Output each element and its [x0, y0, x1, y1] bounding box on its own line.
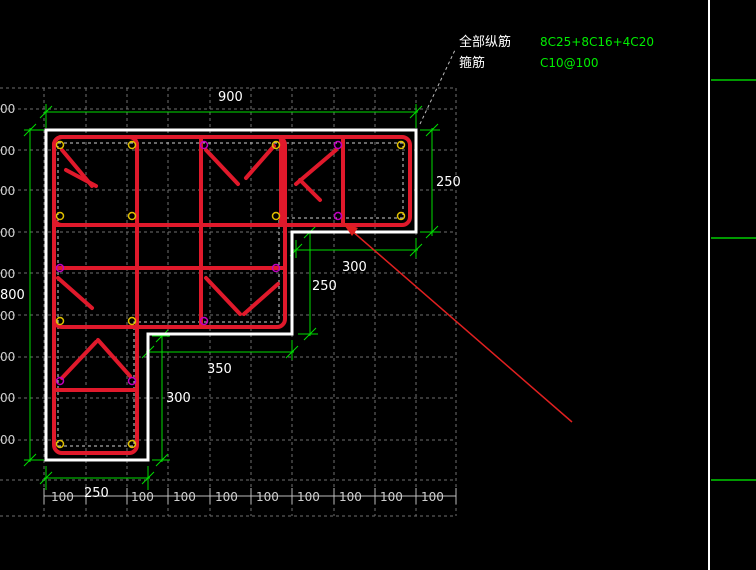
dim-left-height: 800 — [0, 288, 25, 303]
dim-step-vertical: 250 — [312, 279, 337, 294]
bottom-tick-label: 100 — [173, 490, 196, 504]
left-label: 00 — [0, 350, 15, 364]
longitudinal-value: 8C25+8C16+4C20 — [540, 35, 654, 49]
dim-bottom-width: 250 — [84, 486, 109, 501]
section-outline — [44, 128, 418, 462]
pointer-arrow — [342, 222, 573, 423]
dim-step-horizontal: 300 — [342, 260, 367, 275]
annotation-leader — [419, 49, 456, 125]
dim-top-width: 900 — [218, 90, 243, 105]
bottom-tick-label: 100 — [339, 490, 362, 504]
left-label: 00 — [0, 184, 15, 198]
stirrups — [52, 135, 412, 455]
background-grid — [0, 87, 457, 517]
side-panel — [708, 0, 756, 570]
stirrup-value: C10@100 — [540, 56, 599, 70]
bottom-tick-label: 100 — [380, 490, 403, 504]
bottom-tick-row — [43, 488, 457, 504]
left-label: 00 — [0, 102, 15, 116]
left-label: 00 — [0, 267, 15, 281]
middle-bars — [55, 140, 343, 386]
dimension-lines — [23, 104, 440, 490]
dim-right-height: 250 — [436, 175, 461, 190]
dim-inner-horizontal: 350 — [207, 362, 232, 377]
bottom-tick-label: 100 — [131, 490, 154, 504]
left-label: 00 — [0, 433, 15, 447]
bottom-tick-label: 100 — [256, 490, 279, 504]
left-label: 00 — [0, 391, 15, 405]
dim-leg-vertical: 300 — [166, 391, 191, 406]
stirrup-label: 箍筋 — [459, 55, 485, 71]
bottom-tick-label: 100 — [297, 490, 320, 504]
left-label: 00 — [0, 226, 15, 240]
left-label: 00 — [0, 309, 15, 323]
longitudinal-label: 全部纵筋 — [459, 34, 511, 50]
bottom-tick-label: 100 — [51, 490, 74, 504]
inner-contour — [57, 142, 404, 447]
corner-bars — [55, 140, 406, 449]
bottom-tick-label: 100 — [421, 490, 444, 504]
bottom-tick-label: 100 — [215, 490, 238, 504]
left-label: 00 — [0, 144, 15, 158]
